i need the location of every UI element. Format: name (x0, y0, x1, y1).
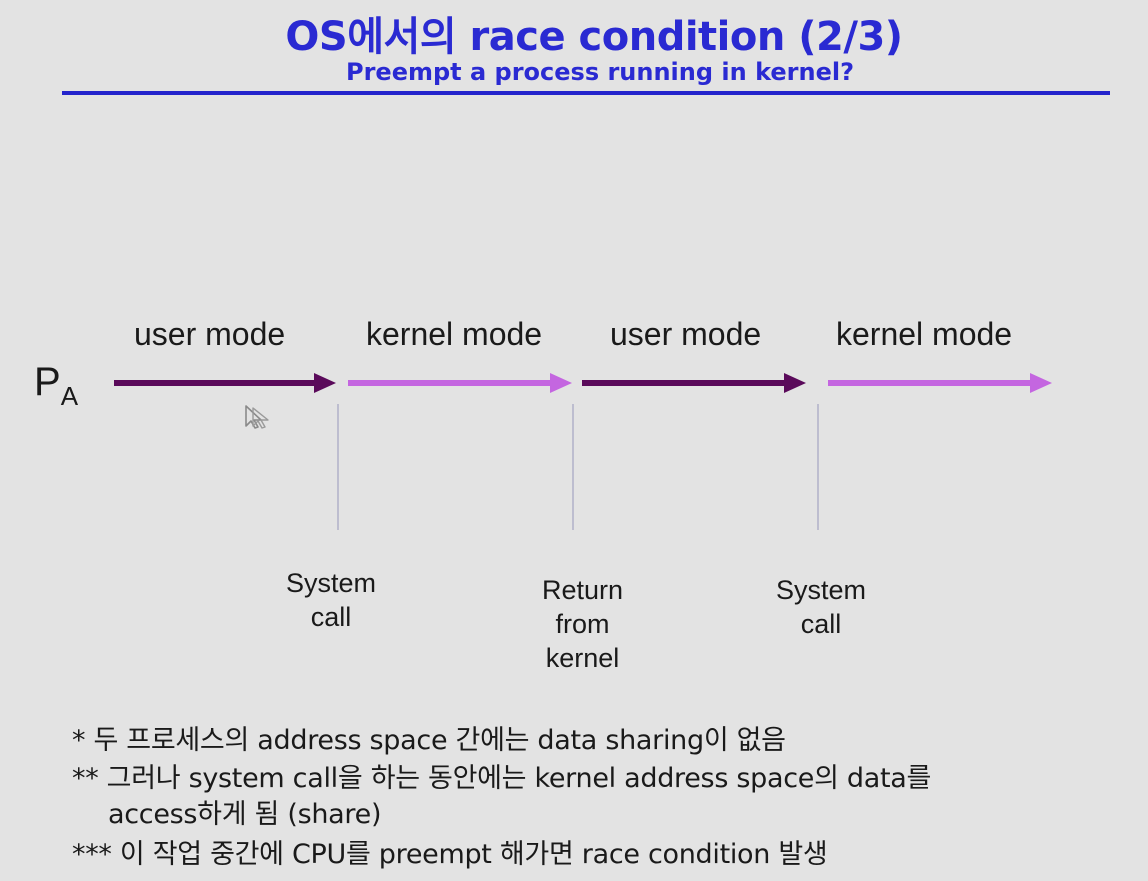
note-2-continued: access하게 됨 (share) (108, 799, 382, 830)
page-subtitle: Preempt a process running in kernel? (345, 58, 855, 86)
mode-label-kernel-1: kernel mode (366, 316, 543, 352)
event-line: Return (542, 575, 624, 605)
note-1: * 두 프로세스의 address space 간에는 data sharing… (72, 725, 786, 756)
note-3: *** 이 작업 중간에 CPU를 preempt 해가면 race condi… (72, 839, 828, 870)
process-label-main: P (34, 360, 61, 404)
event-line: call (800, 609, 842, 639)
page-title: OS에서의 race condition (2/3) (285, 14, 903, 60)
arrow-user-mode-1-head (314, 373, 336, 393)
event-line: from (555, 609, 610, 639)
note-2: ** 그러나 system call을 하는 동안에는 kernel addre… (72, 763, 932, 794)
arrow-kernel-mode-2 (828, 373, 1052, 393)
event-label-system-call-2: System call (776, 573, 866, 641)
event-label-system-call-1: System call (286, 566, 376, 634)
title-divider (62, 91, 1110, 95)
mouse-pointer-icon (245, 405, 269, 429)
process-label-subscript: A (60, 381, 79, 411)
process-label: PA (34, 360, 78, 412)
mode-label-kernel-2: kernel mode (836, 316, 1013, 352)
event-label-return-from-kernel: Return from kernel (542, 573, 623, 675)
mode-label-user-2: user mode (610, 316, 762, 352)
arrow-kernel-mode-1-head (550, 373, 572, 393)
event-line: System (776, 575, 867, 605)
event-line: call (310, 602, 352, 632)
arrow-kernel-mode-1 (348, 373, 572, 393)
event-line: kernel (545, 643, 620, 673)
arrow-kernel-mode-2-head (1030, 373, 1052, 393)
arrow-user-mode-2 (582, 373, 806, 393)
arrow-user-mode-2-head (784, 373, 806, 393)
event-line: System (286, 568, 377, 598)
arrow-user-mode-1 (114, 373, 336, 393)
mode-label-user-1: user mode (134, 316, 286, 352)
